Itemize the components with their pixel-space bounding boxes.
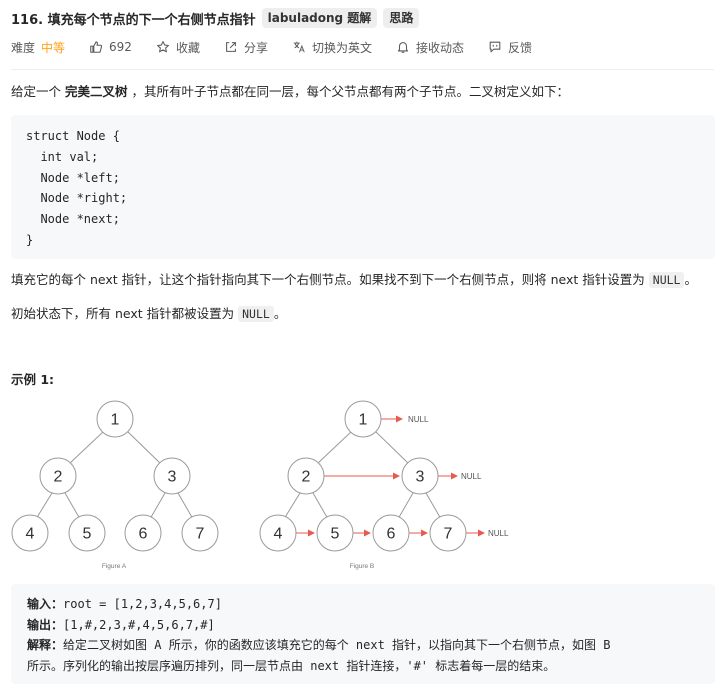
figure-b-node-4-label: 4 [274,526,283,543]
para3-null-code: NULL [238,306,274,322]
figure-b-node-3: 3 [401,457,439,495]
notify-label: 接收动态 [415,40,464,55]
explain-label: 解释： [27,638,64,652]
struct-code-block: struct Node { int val; Node *left; Node … [11,115,715,259]
initial-state-paragraph: 初始状态下，所有 next 指针都被设置为 NULL。 [11,305,286,323]
bell-icon [397,42,409,53]
translate-icon [293,41,305,53]
figure-b-next-arrows [296,415,485,537]
example-title: 示例 1: [11,372,55,387]
problem-title: 116. 填充每个节点的下一个右侧节点指针 [11,12,256,28]
output-label: 输出： [27,617,64,632]
figure-a-node-6-label: 6 [139,526,148,543]
figure-b-node-3-label: 3 [416,469,425,486]
figure-a-node-4-label: 4 [26,526,35,543]
share-label: 分享 [243,40,268,55]
output-line: 输出：[1,#,2,3,#,4,5,6,7,#] [27,615,699,636]
example-figures: 1 2 3 4 5 6 7 Figure A NULL NULL NULL 1 … [11,400,509,570]
figure-a-node-5-label: 5 [83,526,92,543]
intro-text-before: 给定一个 [11,84,65,99]
figure-b-node-4: 4 [259,514,297,552]
difficulty-value: 中等 [41,40,66,55]
figure-a-node-2-label: 2 [54,469,63,486]
figure-a-node-7: 7 [181,514,219,552]
share-icon [226,42,236,52]
figure-b-edges [283,430,442,520]
like-count: 692 [109,40,132,54]
figure-a-node-3-label: 3 [168,469,177,486]
input-value: root = [1,2,3,4,5,6,7] [63,597,222,611]
favorite-label: 收藏 [175,40,200,55]
para2-text: 填充它的每个 next 指针，让这个指针指向其下一个右侧节点。如果找不到下一个右… [11,272,649,287]
figure-b-null-1: NULL [408,415,429,424]
para2-end: 。 [684,272,697,287]
figure-b-null-2: NULL [461,472,482,481]
figure-b-node-6-label: 6 [387,526,396,543]
difficulty: 难度 中等 [11,39,65,56]
tag-labuladong[interactable]: labuladong 题解 [261,8,378,28]
notify-button[interactable]: 接收动态 [396,39,464,56]
intro-paragraph: 给定一个 完美二叉树 ，其所有叶子节点都在同一层，每个父节点都有两个子节点。二叉… [11,83,569,101]
figure-b-node-1-label: 1 [359,412,368,429]
feedback-label: 反馈 [508,40,533,55]
explain-line-1: 解释：给定二叉树如图 A 所示，你的函数应该填充它的每个 next 指针，以指向… [27,635,699,656]
translate-button[interactable]: 切换为英文 [292,39,372,56]
figure-a-node-1-label: 1 [111,412,120,429]
next-pointer-paragraph: 填充它的每个 next 指针，让这个指针指向其下一个右侧节点。如果找不到下一个右… [11,271,697,289]
header-divider [11,69,714,70]
figure-b-node-1: 1 [344,400,382,438]
intro-text-after: ，其所有叶子节点都在同一层，每个父节点都有两个子节点。二叉树定义如下： [127,84,569,99]
thumbs-up-icon [90,41,103,53]
like-button[interactable]: 692 [89,40,132,54]
figure-a-node-1: 1 [96,400,134,438]
figure-a-node-2: 2 [39,457,77,495]
struct-code: struct Node { int val; Node *left; Node … [26,129,128,247]
figure-a-caption: Figure A [102,563,127,570]
title-row: 116. 填充每个节点的下一个右侧节点指针 labuladong 题解 思路 [11,7,420,29]
input-line: 输入：root = [1,2,3,4,5,6,7] [27,594,699,615]
figure-b-caption: Figure B [350,563,375,570]
translate-label: 切换为英文 [311,40,372,55]
figure-b-node-5: 5 [316,514,354,552]
figure-b-node-7-label: 7 [444,526,453,543]
figure-a-edges [35,430,194,520]
explain-line-2: 所示。序列化的输出按层序遍历排列，同一层节点由 next 指针连接，'#' 标志… [27,658,556,673]
figure-b-node-2: 2 [287,457,325,495]
figure-a-node-3: 3 [153,457,191,495]
figure-b-node-6: 6 [372,514,410,552]
figure-b-node-7: 7 [429,514,467,552]
output-value: [1,#,2,3,#,4,5,6,7,#] [63,617,215,632]
intro-bold: 完美二叉树 [64,84,128,99]
figure-a-node-7-label: 7 [196,526,205,543]
example-io-block: 输入：root = [1,2,3,4,5,6,7] 输出：[1,#,2,3,#,… [11,584,715,684]
figure-a-node-6: 6 [124,514,162,552]
input-label: 输入： [27,597,64,611]
explain-text-1: 给定二叉树如图 A 所示，你的函数应该填充它的每个 next 指针，以指向其下一… [63,638,611,652]
favorite-button[interactable]: 收藏 [156,39,200,56]
share-button[interactable]: 分享 [224,39,268,56]
para3-end: 。 [273,306,287,321]
meta-row: 难度 中等 692 收藏 分享 切换为英文 接收动态 反馈 [11,38,556,56]
figure-b-node-2-label: 2 [302,469,311,486]
tag-approach[interactable]: 思路 [383,8,420,28]
star-icon [156,41,169,53]
figure-a-node-5: 5 [68,514,106,552]
difficulty-label: 难度 [11,40,36,55]
figure-a-node-4: 4 [11,514,49,552]
figure-b-null-3: NULL [488,529,509,538]
figure-b-node-5-label: 5 [331,526,340,543]
feedback-button[interactable]: 反馈 [488,39,532,56]
para3-text: 初始状态下，所有 next 指针都被设置为 [11,306,239,321]
para2-null-code: NULL [648,272,685,288]
feedback-icon [489,41,501,53]
